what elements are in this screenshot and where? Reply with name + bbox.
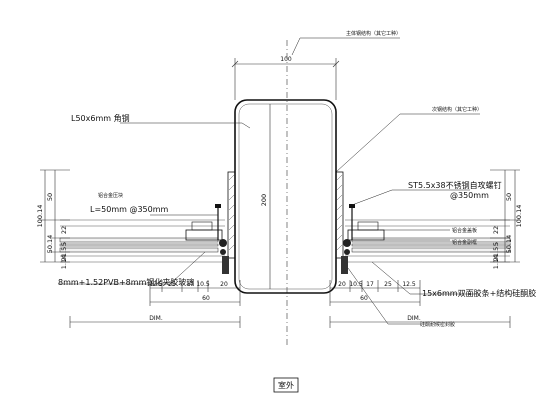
sub-steel-callout: 次钢结构（其它工种） xyxy=(335,106,482,173)
bl-dim-3: 10.5 xyxy=(196,281,210,288)
bl-dim-1: 25 xyxy=(168,281,176,288)
right-glass-panel xyxy=(345,219,511,263)
right-dim-4: 5 xyxy=(492,242,500,246)
angle-callout: L50x6mm 角钢 xyxy=(71,113,251,129)
foam-tape-label: 15x6mm双面胶条+结构硅酮胶 xyxy=(422,288,536,298)
br-dim-5: 60 xyxy=(360,295,368,302)
right-dim-5: 21.5 xyxy=(492,247,500,261)
dim-var-right: DIM. xyxy=(407,315,421,322)
exterior-label-box: 室外 xyxy=(273,377,299,393)
right-clamp-assembly xyxy=(341,204,385,274)
clamp-label-2: L=50mm @350mm xyxy=(90,205,169,214)
left-dim-3: 22 xyxy=(60,226,68,234)
right-dim-0: 50 xyxy=(505,193,513,201)
left-clamp-assembly xyxy=(185,204,229,274)
br-dim-1: 10.5 xyxy=(349,281,363,288)
clamp-callout: 铝合金压块 L=50mm @350mm xyxy=(90,192,218,216)
exterior-label: 室外 xyxy=(278,380,294,390)
right-dim-6: 1.14 xyxy=(492,255,500,269)
right-profile-labels: 铝合金盖板 铝合金副框 xyxy=(380,227,477,246)
glass-callout: 8mm+1.52PVB+8mm钢化夹胶玻璃 xyxy=(58,251,206,287)
tube-height-text: 200 xyxy=(260,194,268,206)
right-vertical-dimensions: 50 100.14 50.14 22 5 21.5 1.14 xyxy=(490,169,523,269)
screw-label-2: @350mm xyxy=(450,191,489,200)
left-dim-6: 1.14 xyxy=(60,255,68,269)
alu-subframe-label: 铝合金副框 xyxy=(452,239,477,246)
tube-width-dimension: 100 xyxy=(231,56,340,100)
main-steel-callout: 主体钢结构（其它工种） xyxy=(291,30,401,56)
clamp-label-1: 铝合金压块 xyxy=(98,192,123,199)
sub-steel-label: 次钢结构（其它工种） xyxy=(432,106,482,113)
br-dim-0: 20 xyxy=(338,281,346,288)
left-glass-panel xyxy=(59,219,225,263)
sealant-callout: 硅酮耐候密封胶 xyxy=(347,267,455,328)
right-dim-1: 100.14 xyxy=(515,205,523,228)
bl-dim-0: 12.5 xyxy=(149,281,163,288)
main-steel-label: 主体钢结构（其它工种） xyxy=(346,30,401,37)
bottom-right-dimensions: 20 10.5 17 25 12.5 60 xyxy=(329,280,421,306)
left-dim-1: 100.14 xyxy=(36,205,44,228)
angle-label: L50x6mm 角钢 xyxy=(71,113,130,123)
dim-var-left: DIM. xyxy=(149,315,163,322)
screw-callout: ST5.5x38不锈钢自攻螺钉 @350mm xyxy=(351,180,502,206)
steel-tube: 200 xyxy=(234,99,337,294)
tube-width-text: 100 xyxy=(280,56,292,63)
angle-steel xyxy=(227,171,344,259)
left-dim-5: 21.5 xyxy=(60,247,68,261)
br-dim-4: 12.5 xyxy=(402,281,416,288)
foam-tape-callout: 15x6mm双面胶条+结构硅酮胶 xyxy=(371,261,536,298)
dim-var-left-line: DIM. xyxy=(69,315,241,328)
left-dim-4: 5 xyxy=(60,242,68,246)
left-dim-2: 50.14 xyxy=(46,235,54,254)
screw-label-1: ST5.5x38不锈钢自攻螺钉 xyxy=(408,180,502,190)
right-dim-2: 50.14 xyxy=(505,235,513,254)
br-dim-3: 25 xyxy=(384,281,392,288)
bottom-left-dimensions: 12.5 25 17 10.5 20 60 xyxy=(149,280,241,306)
bl-dim-4: 20 xyxy=(220,281,228,288)
bl-dim-2: 17 xyxy=(186,281,194,288)
sealant-label: 硅酮耐候密封胶 xyxy=(420,321,455,328)
left-dim-0: 50 xyxy=(46,193,54,201)
dim-var-right-line: DIM. xyxy=(329,315,511,328)
right-dim-3: 22 xyxy=(492,226,500,234)
alu-cover-label: 铝合金盖板 xyxy=(452,227,477,234)
left-vertical-dimensions: 50 100.14 50.14 22 5 21.5 1.14 xyxy=(36,169,70,269)
bl-dim-5: 60 xyxy=(202,295,210,302)
glass-label: 8mm+1.52PVB+8mm钢化夹胶玻璃 xyxy=(58,277,194,287)
br-dim-2: 17 xyxy=(366,281,374,288)
